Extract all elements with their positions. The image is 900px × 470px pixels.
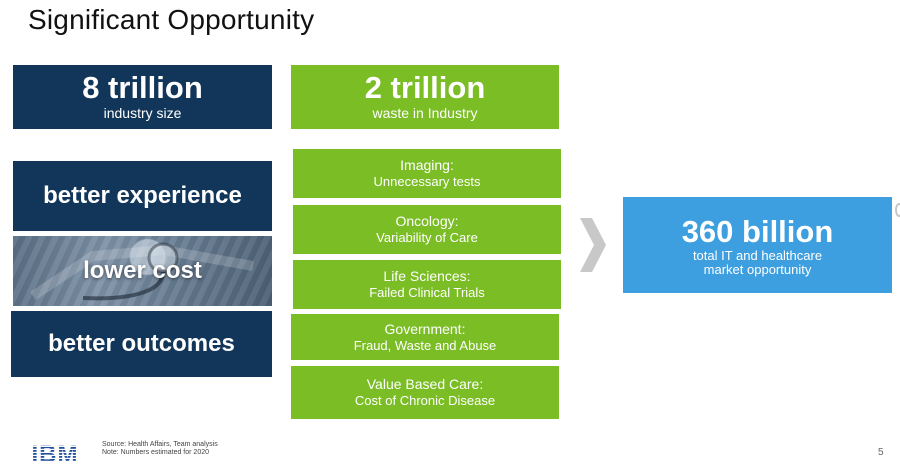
- category-heading: Life Sciences:: [383, 268, 471, 284]
- ibm-logo: IBM: [32, 441, 79, 465]
- page-number: 5: [878, 447, 884, 458]
- waste-value: 2 trillion: [364, 70, 486, 105]
- benefit-better-outcomes: better outcomes: [11, 311, 272, 377]
- category-heading: Imaging:: [400, 157, 454, 173]
- category-government: Government: Fraud, Waste and Abuse: [291, 314, 559, 360]
- opportunity-value: 360 billion: [681, 213, 834, 249]
- note-line: Note: Numbers estimated for 2020: [102, 449, 209, 456]
- category-imaging: Imaging: Unnecessary tests: [293, 149, 561, 198]
- industry-size-value: 8 trillion: [82, 70, 203, 105]
- benefit-label: better outcomes: [48, 330, 235, 357]
- page-title: Significant Opportunity: [28, 4, 315, 35]
- slide-edge-mark: [895, 203, 900, 217]
- category-detail: Failed Clinical Trials: [369, 285, 485, 300]
- category-detail: Variability of Care: [376, 230, 478, 245]
- industry-size-box: 8 trillion industry size: [13, 65, 272, 129]
- category-heading: Value Based Care:: [366, 376, 484, 392]
- svg-text:IBM: IBM: [32, 441, 79, 465]
- category-detail: Fraud, Waste and Abuse: [353, 337, 497, 353]
- category-heading: Government:: [384, 320, 466, 337]
- category-detail: Unnecessary tests: [373, 174, 481, 189]
- benefit-better-experience: better experience: [13, 161, 272, 231]
- category-life-sciences: Life Sciences: Failed Clinical Trials: [293, 260, 561, 309]
- industry-size-label: industry size: [103, 105, 182, 121]
- benefit-label: better experience: [43, 182, 242, 209]
- waste-label: waste in Industry: [372, 105, 478, 121]
- stethoscope-photo: [30, 242, 254, 301]
- market-opportunity-box: 360 billion total IT and healthcare mark…: [623, 197, 892, 293]
- chevron-right-icon: [580, 218, 606, 272]
- opportunity-line-1: total IT and healthcare: [692, 247, 823, 263]
- footer-source: Source: Health Affairs, Team analysis No…: [102, 441, 218, 457]
- benefit-label: lower cost: [83, 257, 202, 284]
- category-oncology: Oncology: Variability of Care: [293, 205, 561, 254]
- category-heading: Oncology:: [395, 213, 459, 229]
- opportunity-line-2: market opportunity: [703, 261, 812, 277]
- category-detail: Cost of Chronic Disease: [354, 393, 496, 408]
- source-line: Source: Health Affairs, Team analysis: [102, 441, 218, 448]
- benefit-lower-cost: lower cost: [13, 236, 272, 306]
- waste-box: 2 trillion waste in Industry: [291, 65, 559, 129]
- category-value-based-care: Value Based Care: Cost of Chronic Diseas…: [291, 366, 559, 419]
